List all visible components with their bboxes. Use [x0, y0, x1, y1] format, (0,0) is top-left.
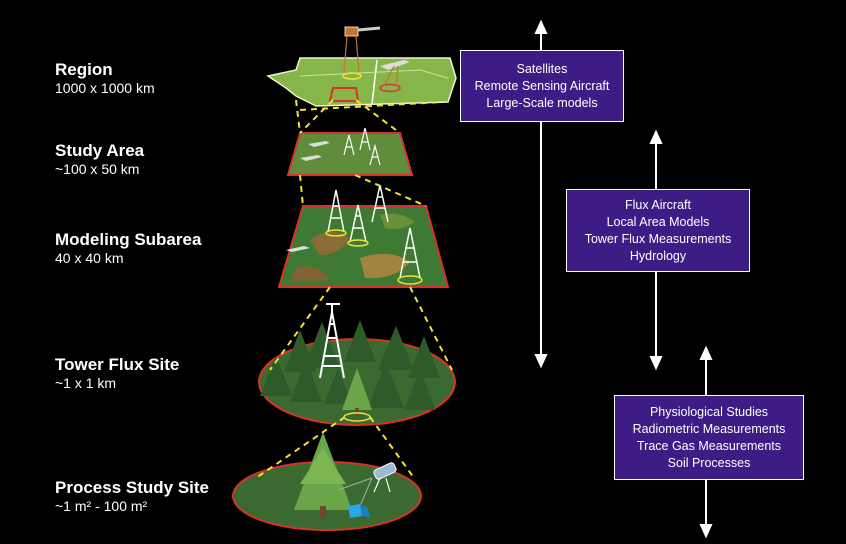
- level-name: Tower Flux Site: [55, 355, 180, 374]
- level-tower-flux-site: Tower Flux Site ~1 x 1 km: [55, 355, 179, 392]
- level-study-area: Study Area ~100 x 50 km: [55, 141, 144, 178]
- box-line: Flux Aircraft: [625, 197, 691, 212]
- chamber-box-icon: [348, 504, 370, 518]
- scale-connectors: [255, 99, 453, 479]
- box-line: Large-Scale models: [486, 95, 598, 110]
- radiometer-icon: [337, 462, 397, 507]
- box-line: Trace Gas Measurements: [636, 438, 782, 453]
- satellite-icon: [343, 26, 381, 73]
- level-name: Modeling Subarea: [55, 230, 202, 249]
- subarea-tower-footprints: [325, 229, 423, 285]
- level-size: ~1 m² - 100 m²: [55, 498, 148, 514]
- forest-trees: [260, 320, 440, 410]
- level-size: ~1 x 1 km: [55, 375, 117, 391]
- box-line: Satellites: [516, 61, 568, 76]
- level-region: Region 1000 x 1000 km: [55, 60, 155, 97]
- level-name: Region: [55, 60, 113, 79]
- box-local-methods: Flux Aircraft Local Area Models Tower Fl…: [566, 189, 750, 272]
- study-area-towers-icon: [343, 127, 381, 166]
- box-large-scale-methods: Satellites Remote Sensing Aircraft Large…: [460, 50, 624, 122]
- level-size: 40 x 40 km: [55, 250, 124, 266]
- box-line: Hydrology: [629, 248, 687, 263]
- box-line: Physiological Studies: [649, 404, 769, 419]
- level-size: ~100 x 50 km: [55, 161, 140, 177]
- subarea-towers-icon: [327, 184, 421, 279]
- remote-sensing-aircraft-icon: [380, 60, 410, 87]
- level-size: 1000 x 1000 km: [55, 80, 155, 96]
- level-name: Process Study Site: [55, 478, 210, 497]
- box-line: Local Area Models: [606, 214, 710, 229]
- subarea-aircraft-icon: [286, 246, 310, 252]
- box-line: Soil Processes: [667, 455, 751, 470]
- region-map: [266, 57, 457, 107]
- level-process-study-site: Process Study Site ~1 m² - 100 m²: [55, 478, 209, 515]
- box-site-methods: Physiological Studies Radiometric Measur…: [614, 395, 804, 480]
- box-line: Remote Sensing Aircraft: [474, 78, 610, 93]
- box-line: Radiometric Measurements: [632, 421, 786, 436]
- large-tree: [294, 432, 352, 518]
- level-modeling-subarea: Modeling Subarea 40 x 40 km: [55, 230, 201, 267]
- level-name: Study Area: [55, 141, 145, 160]
- terrain-patches: [290, 213, 415, 282]
- study-area-aircraft-icon: [300, 141, 330, 161]
- flux-tower-icon: [319, 303, 345, 379]
- box-line: Tower Flux Measurements: [584, 231, 732, 246]
